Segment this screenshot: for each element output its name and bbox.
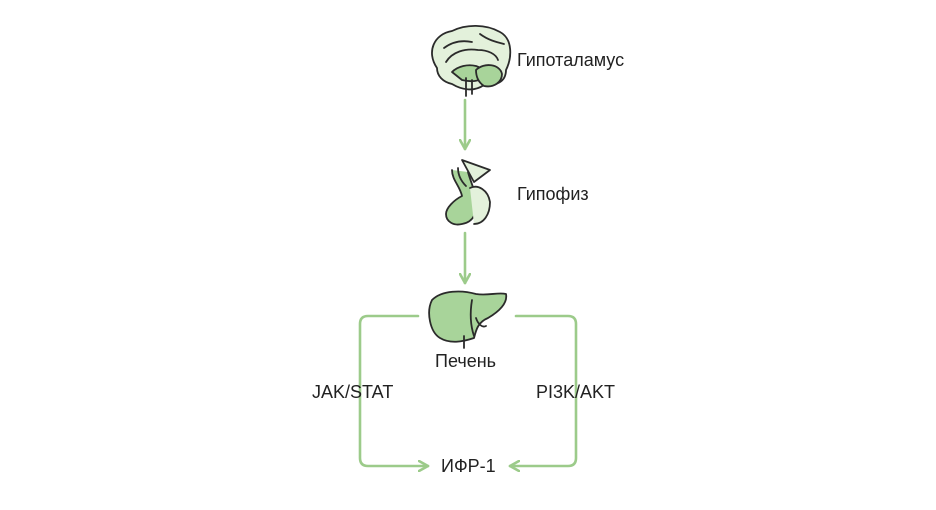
jak-stat-label: JAK/STAT [312, 382, 394, 402]
liver-label: Печень [435, 351, 497, 371]
pi3k-akt-pathway-arrow [508, 314, 578, 466]
brain-icon [431, 24, 512, 97]
pituitary-icon [445, 159, 491, 226]
hypothalamus-label: Гипоталамус [517, 50, 625, 70]
liver-icon [428, 290, 508, 349]
pituitary-label: Гипофиз [517, 184, 589, 204]
igf1-label: ИФР-1 [441, 456, 496, 476]
pi3k-akt-label: PI3K/AKT [536, 382, 616, 402]
jak-stat-pathway-arrow [358, 314, 430, 466]
